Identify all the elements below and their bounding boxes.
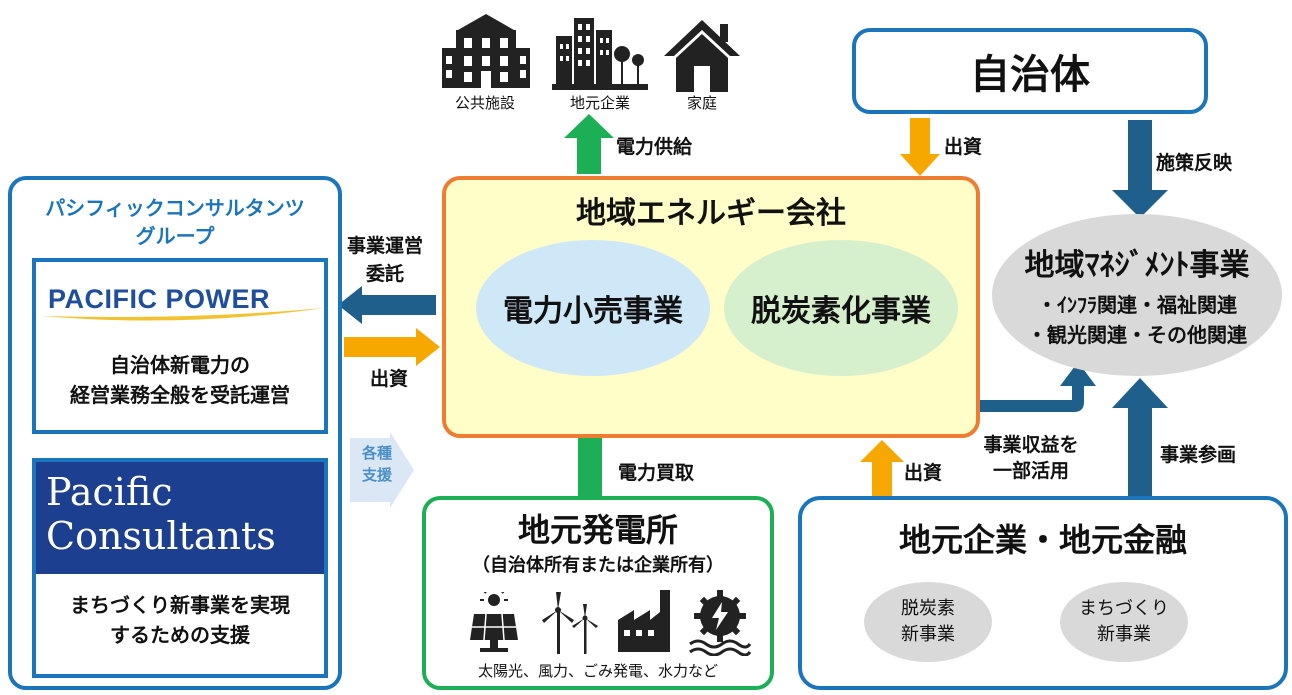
pacific-consultants-box: Pacific Consultants まちづくり新事業を実現 するための支援 — [32, 458, 328, 678]
wind-turbine-icon — [538, 592, 602, 654]
power-plant-subtitle: （自治体所有または企業所有） — [472, 555, 724, 576]
decarbon-business-label: 脱炭素化事業 — [751, 294, 931, 329]
hydro-power-icon — [688, 590, 752, 657]
local-business-box: 地元企業・地元金融 脱炭素 新事業 まちづくり 新事業 — [798, 496, 1288, 690]
power-supply-arrow — [564, 114, 614, 174]
pacific-consultants-logo: Pacific Consultants — [36, 462, 324, 574]
pacific-power-swoosh-icon — [42, 308, 324, 321]
pacific-power-desc-line1: 自治体新電力の — [110, 353, 250, 377]
local-business-title: 地元企業・地元金融 — [898, 521, 1187, 559]
company-buildings-icon — [552, 16, 648, 90]
public-facility-icon — [438, 8, 534, 90]
decarbon-new-business-ellipse: 脱炭素 新事業 — [864, 582, 992, 662]
energy-company-title: 地域エネルギー会社 — [576, 196, 846, 231]
pacific-group-title-line2: グループ — [135, 224, 215, 248]
pacific-power-desc: 自治体新電力の 経営業務全般を受託運営 — [36, 350, 324, 410]
regional-management-line1: ・ｲﾝﾌﾗ関連・福祉関連 — [1037, 293, 1237, 317]
pacific-consultants-desc-line1: まちづくり新事業を実現 — [70, 593, 290, 617]
pacific-consultants-logo-line1: Pacific — [46, 470, 173, 514]
pacific-consultants-logo-text: Pacific Consultants — [46, 470, 276, 558]
municipality-box: 自治体 — [852, 28, 1208, 114]
participation-label: 事業参画 — [1160, 444, 1237, 466]
power-purchase-label: 電力買取 — [618, 462, 695, 484]
profit-arrow — [978, 360, 1098, 428]
pacific-power-box: PACIFIC POWER 自治体新電力の 経営業務全般を受託運営 — [32, 258, 328, 434]
power-supply-label: 電力供給 — [616, 136, 693, 158]
pacific-power-logo-text: PACIFIC POWER — [48, 284, 270, 314]
municipality-title: 自治体 — [970, 52, 1090, 98]
factory-icon — [616, 590, 678, 652]
pacific-power-logo: PACIFIC POWER — [36, 276, 324, 324]
participation-arrow — [1112, 378, 1168, 498]
outsource-label: 事業運営 委託 — [330, 232, 440, 288]
regional-management-line2: ・観光関連・その他関連 — [1027, 323, 1247, 347]
investment-bottom-label: 出資 — [904, 462, 943, 484]
profit-label-line2: 一部活用 — [992, 460, 1069, 482]
company-label: 地元企業 — [569, 93, 630, 112]
policy-label: 施策反映 — [1156, 152, 1233, 174]
decarbon-new-business-line2: 新事業 — [901, 624, 955, 645]
outsource-label-line2: 委託 — [365, 263, 404, 285]
power-plant-types: 太陽光、風力、ごみ発電、水力など — [477, 661, 718, 680]
town-development-new-business-line2: 新事業 — [1097, 624, 1151, 645]
profit-label: 事業収益を 一部活用 — [976, 432, 1086, 484]
investment-left-label: 出資 — [370, 368, 409, 390]
home-label: 家庭 — [686, 93, 717, 112]
pacific-group-title: パシフィックコンサルタンツ グループ — [12, 194, 338, 250]
pacific-consultants-desc-line2: するための支援 — [110, 623, 250, 647]
support-label-line1: 各種 — [361, 444, 392, 462]
pacific-power-desc-line2: 経営業務全般を受託運営 — [70, 383, 290, 407]
regional-management-title: 地域ﾏﾈｼﾞﾒﾝﾄ事業 — [1024, 248, 1250, 283]
policy-arrow — [1112, 120, 1168, 218]
profit-label-line1: 事業収益を — [983, 434, 1079, 456]
top-icons-group: 公共施設 地元企業 — [430, 8, 750, 112]
pacific-consultants-desc: まちづくり新事業を実現 するための支援 — [36, 590, 324, 650]
decarbon-business-ellipse: 脱炭素化事業 — [724, 240, 958, 376]
home-icon — [660, 16, 744, 92]
town-development-new-business-ellipse: まちづくり 新事業 — [1060, 582, 1188, 662]
pacific-consultants-logo-line2: Consultants — [46, 514, 276, 558]
support-label-line2: 支援 — [361, 466, 392, 484]
investment-top-arrow — [900, 118, 940, 176]
pacific-group-box: パシフィックコンサルタンツ グループ PACIFIC POWER 自治体新電力の… — [8, 176, 342, 690]
pacific-group-title-line1: パシフィックコンサルタンツ — [45, 196, 305, 220]
investment-bottom-arrow — [860, 440, 904, 496]
regional-management-ellipse: 地域ﾏﾈｼﾞﾒﾝﾄ事業 ・ｲﾝﾌﾗ関連・福祉関連 ・観光関連・その他関連 — [992, 214, 1282, 376]
power-plant-title: 地元発電所 — [517, 511, 678, 549]
energy-company-box: 地域エネルギー会社 電力小売事業 脱炭素化事業 — [442, 176, 980, 438]
outsource-label-line1: 事業運営 — [346, 235, 423, 257]
public-facility-label: 公共施設 — [454, 93, 515, 112]
power-plant-box: 地元発電所 （自治体所有または企業所有） — [422, 496, 774, 690]
town-development-new-business-line1: まちづくり — [1079, 598, 1169, 619]
decarbon-new-business-line1: 脱炭素 — [901, 598, 955, 619]
retail-business-label: 電力小売事業 — [503, 294, 683, 329]
retail-business-ellipse: 電力小売事業 — [476, 240, 710, 376]
investment-left-arrow — [344, 328, 440, 366]
outsource-arrow — [338, 286, 436, 324]
support-label: 各種 支援 — [352, 442, 402, 486]
solar-icon — [466, 589, 522, 652]
investment-top-label: 出資 — [944, 136, 983, 158]
support-arrow — [350, 432, 414, 508]
